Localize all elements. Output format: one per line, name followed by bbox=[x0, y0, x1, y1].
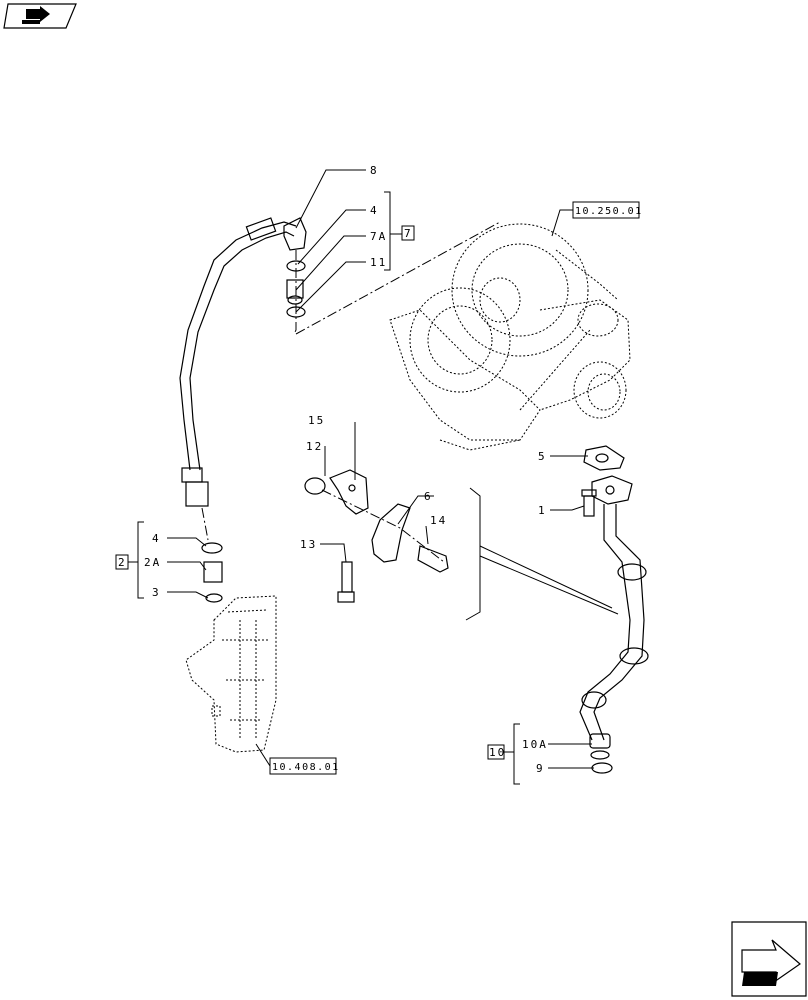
bracket-clamp-group bbox=[304, 469, 449, 603]
book-arrow-icon[interactable] bbox=[3, 3, 77, 29]
bolt bbox=[581, 489, 597, 517]
bracket-group-bracket bbox=[465, 487, 619, 621]
callout-3: 3 bbox=[152, 586, 161, 599]
callout-11: 11 bbox=[370, 256, 387, 269]
callout-6: 6 bbox=[424, 490, 433, 503]
callout-2-box: 2 bbox=[118, 556, 127, 569]
callout-2a: 2A bbox=[144, 556, 161, 569]
turbocharger bbox=[389, 223, 631, 451]
ref-pump-label: 10.408.01 bbox=[272, 762, 340, 773]
callout-1: 1 bbox=[538, 504, 547, 517]
leader-lines bbox=[128, 169, 594, 785]
callout-4-left: 4 bbox=[152, 532, 161, 545]
callout-labels: 8 4 7A 11 7 15 12 6 14 13 4 2A 3 2 5 1 1… bbox=[115, 164, 548, 775]
callout-13: 13 bbox=[300, 538, 317, 551]
pump-housing bbox=[185, 595, 277, 753]
ref-turbo[interactable]: 10.250.01 bbox=[572, 201, 643, 219]
top-fittings bbox=[286, 221, 501, 335]
ref-pump[interactable]: 10.408.01 bbox=[269, 757, 340, 775]
callout-10-box: 10 bbox=[489, 746, 506, 759]
callout-15: 15 bbox=[308, 414, 325, 427]
callout-7-box: 7 bbox=[404, 227, 413, 240]
callout-9: 9 bbox=[536, 762, 545, 775]
callout-5: 5 bbox=[538, 450, 547, 463]
callout-10a: 10A bbox=[522, 738, 548, 751]
callout-14: 14 bbox=[430, 514, 447, 527]
callout-4-top: 4 bbox=[370, 204, 379, 217]
ref-turbo-label: 10.250.01 bbox=[575, 206, 643, 217]
oil-return-pipe bbox=[579, 475, 649, 774]
callout-8: 8 bbox=[370, 164, 379, 177]
lower-fittings bbox=[201, 542, 223, 603]
next-page-arrow-icon[interactable] bbox=[731, 921, 807, 997]
gasket bbox=[583, 445, 625, 471]
oil-feed-pipe bbox=[179, 217, 307, 541]
callout-7a: 7A bbox=[370, 230, 387, 243]
callout-12: 12 bbox=[306, 440, 323, 453]
